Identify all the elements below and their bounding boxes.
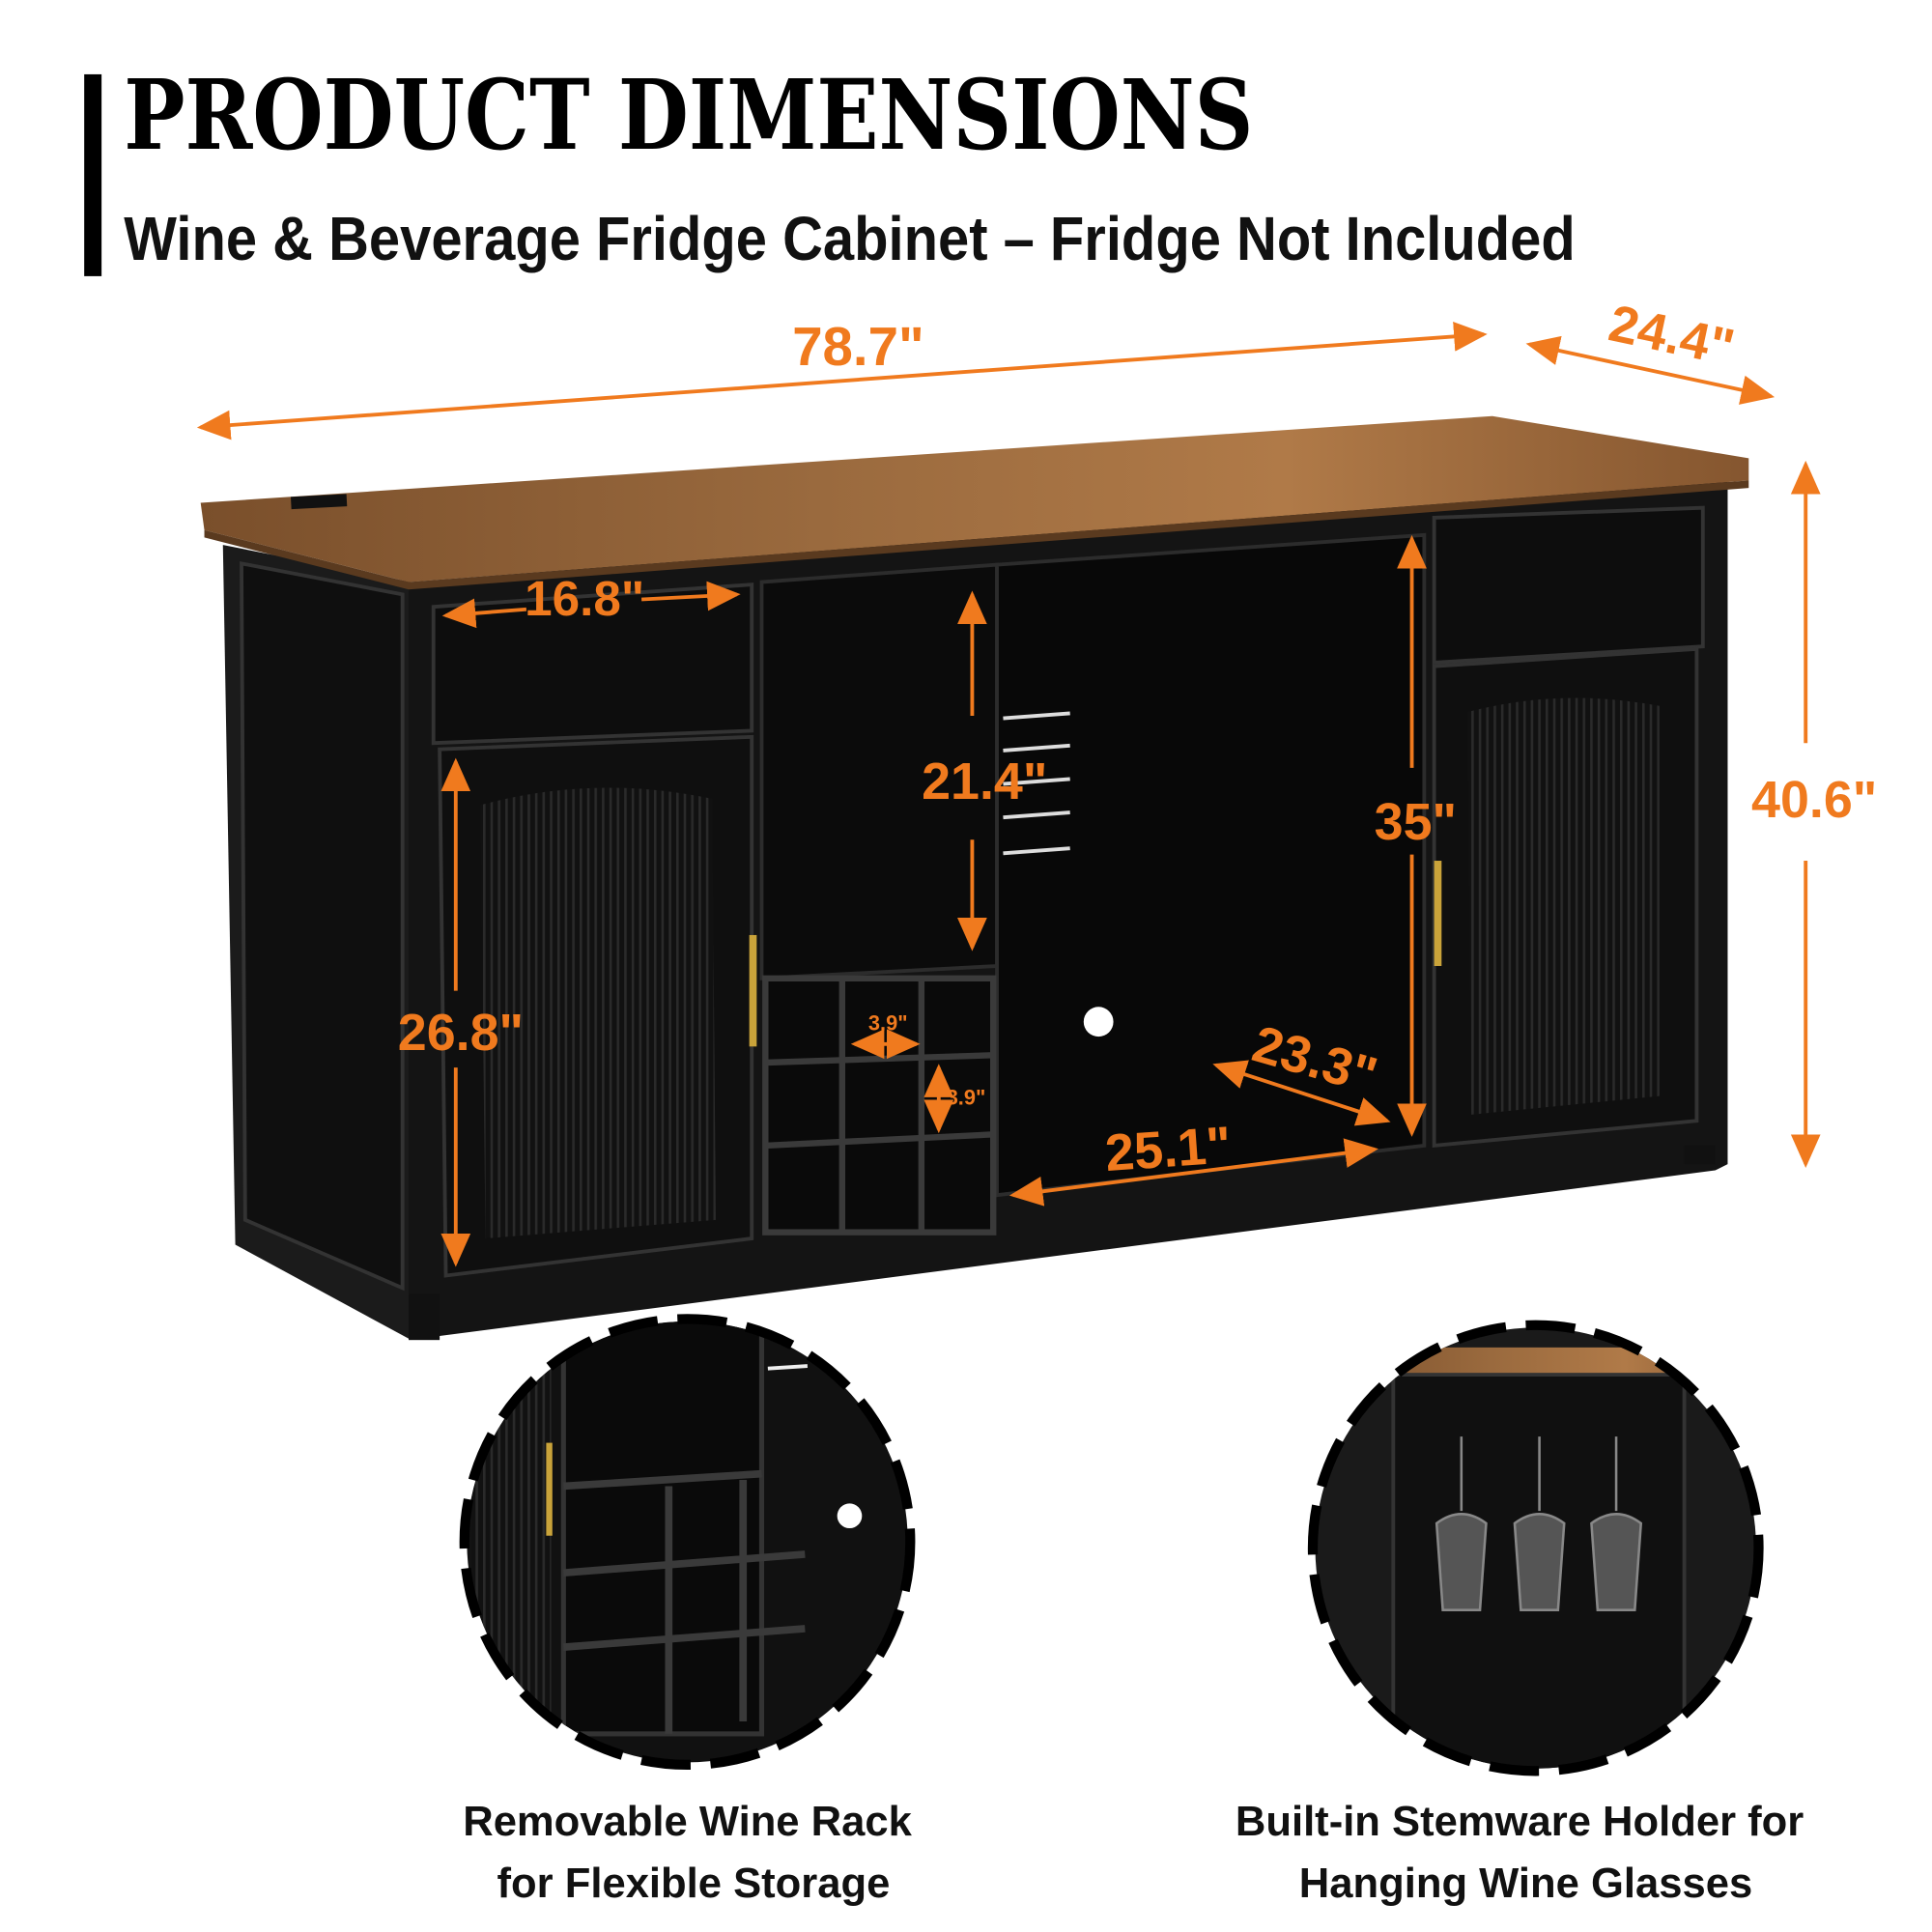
feature-caption-2-line-1: Built-in Stemware Holder for (1236, 1799, 1804, 1845)
stemware-holder-detail-image (1307, 1320, 1764, 1776)
dimension-lines (196, 322, 1821, 1267)
rack-cell-height-label: 3.9" (947, 1086, 986, 1110)
feature-caption-2-line-2: Hanging Wine Glasses (1299, 1861, 1752, 1907)
feature-caption-1-line-1: Removable Wine Rack (463, 1799, 912, 1845)
feature-caption-1-line-2: for Flexible Storage (497, 1861, 891, 1907)
wine-rack-detail-image (459, 1314, 916, 1771)
shelf-height-label: 21.4" (922, 753, 1047, 810)
overall-width-label: 78.7" (792, 316, 924, 377)
page-subtitle: Wine & Beverage Fridge Cabinet – Fridge … (124, 204, 1576, 273)
cabinet-illustration (200, 415, 1749, 1341)
fridge-width-label: 25.1" (1103, 1116, 1233, 1182)
fridge-height-label: 35" (1375, 793, 1457, 851)
overall-height-label: 40.6" (1751, 771, 1877, 829)
drawer-width-label: 16.8" (525, 571, 644, 626)
title-accent-bar (84, 73, 102, 276)
rack-cell-width-label: 3.9" (868, 1011, 908, 1036)
page-title: PRODUCT DIMENSIONS (124, 58, 1253, 172)
door-height-label: 26.8" (398, 1004, 524, 1062)
